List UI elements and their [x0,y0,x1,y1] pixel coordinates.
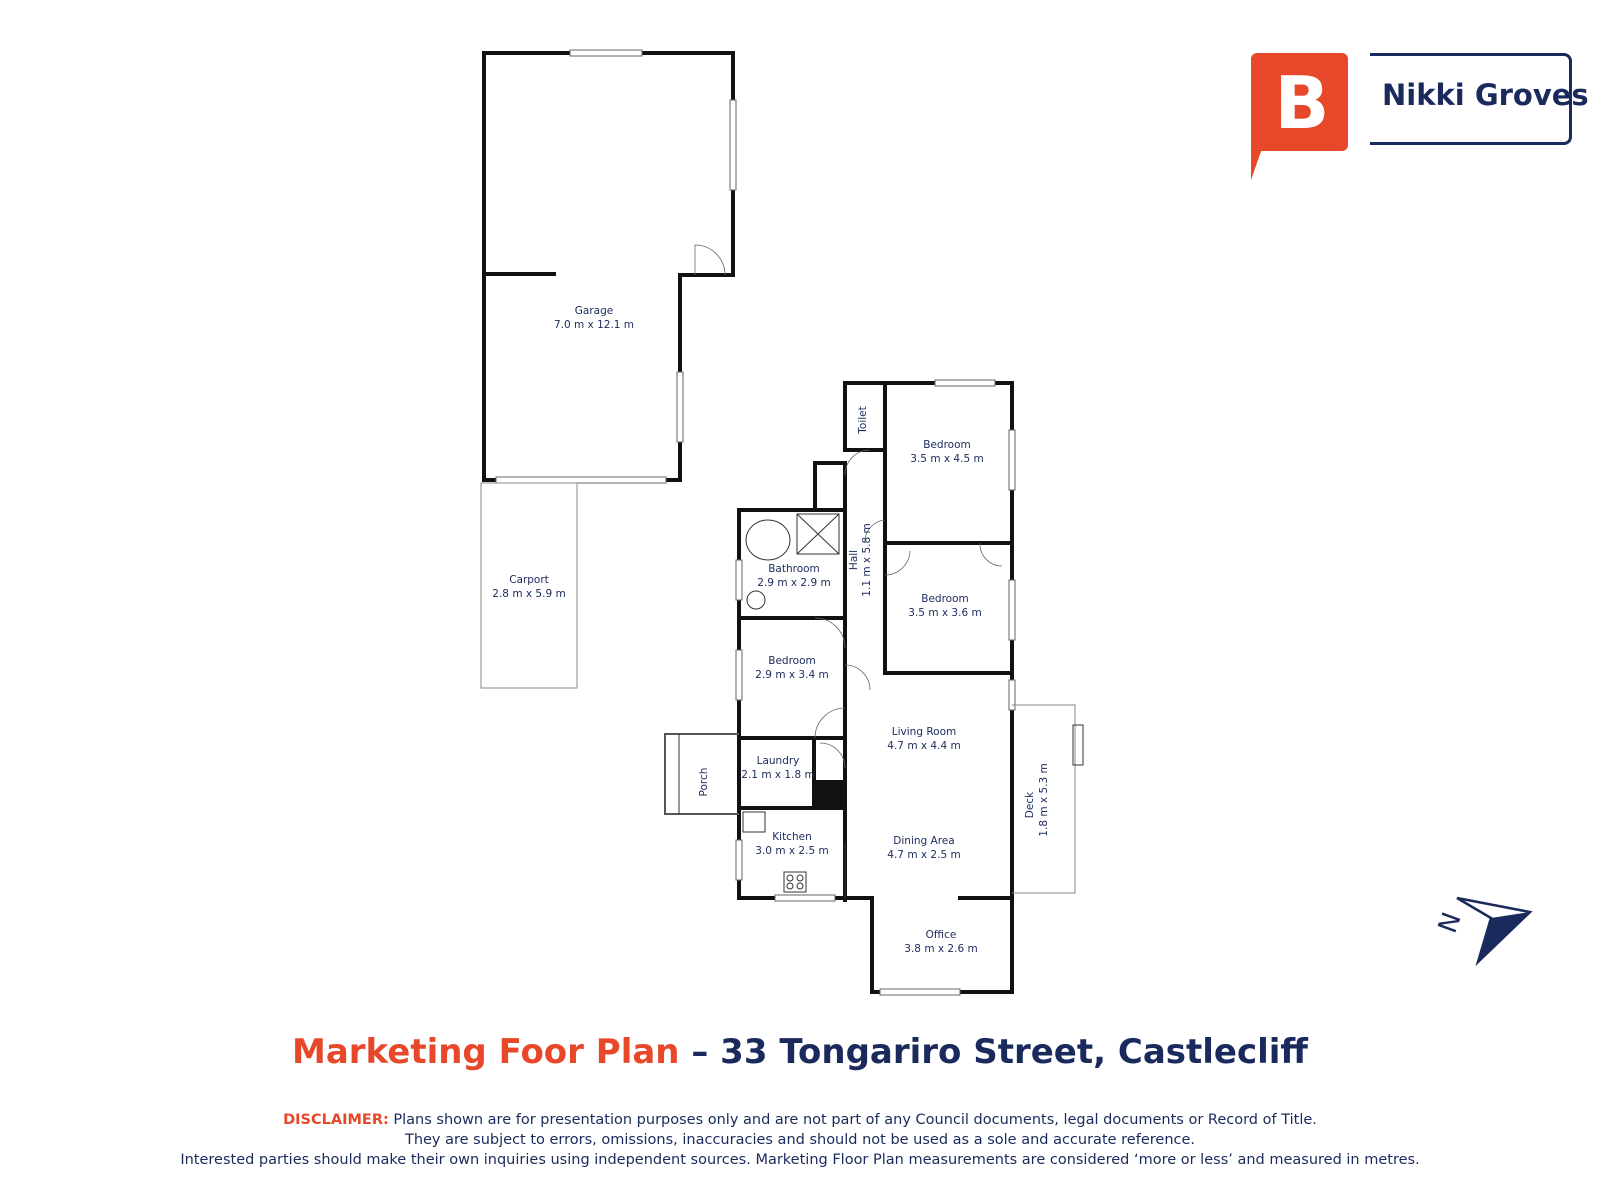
bedroom1-label: Bedroom [923,439,971,451]
disclaimer-line-3: Interested parties should make their own… [180,1152,1420,1168]
living-room-label: Living Room [892,726,956,738]
toilet-label: Toilet [857,406,869,434]
laundry-size: 2.1 m x 1.8 m [741,769,814,781]
hall-label: Hall [848,550,860,570]
office-size: 3.8 m x 2.6 m [904,943,977,955]
garage-size: 7.0 m x 12.1 m [554,319,634,331]
kitchen-size: 3.0 m x 2.5 m [755,845,828,857]
disclaimer-label: DISCLAIMER: [283,1112,389,1128]
brand-logo-letter: B [1274,61,1330,145]
garage-outline [482,49,737,484]
title-accent: Marketing Foor Plan [292,1032,680,1072]
bedroom3-label: Bedroom [768,655,816,667]
brand-logo-badge [1251,53,1348,151]
garage-label: Garage [575,305,613,317]
disclaimer: DISCLAIMER: Plans shown are for presenta… [0,1110,1600,1170]
bedroom2-size: 3.5 m x 3.6 m [908,607,981,619]
bedroom1-size: 3.5 m x 4.5 m [910,453,983,465]
deck-size: 1.8 m x 5.3 m [1038,763,1050,836]
north-arrow-icon: N [1433,896,1533,967]
dining-area-size: 4.7 m x 2.5 m [887,849,960,861]
disclaimer-line-2: They are subject to errors, omissions, i… [404,1132,1196,1148]
hall-size: 1.1 m x 5.8 m [861,523,873,596]
north-label: N [1433,909,1468,938]
brand-logo-tail [1251,140,1265,180]
house-walls [664,379,1084,996]
kitchen-label: Kitchen [772,831,811,843]
dining-area-label: Dining Area [893,835,954,847]
carport-size: 2.8 m x 5.9 m [492,588,565,600]
disclaimer-line-1: Plans shown are for presentation purpose… [388,1112,1317,1128]
deck-label: Deck [1024,791,1036,818]
bathroom-size: 2.9 m x 2.9 m [757,577,830,589]
brand-name: Nikki Groves [1382,78,1589,112]
title-address: – 33 Tongariro Street, Castlecliff [679,1032,1308,1072]
carport-label: Carport [509,574,549,586]
bedroom3-size: 2.9 m x 3.4 m [755,669,828,681]
page-title: Marketing Foor Plan – 33 Tongariro Stree… [0,1032,1600,1072]
living-room-size: 4.7 m x 4.4 m [887,740,960,752]
porch-label: Porch [698,768,710,797]
laundry-label: Laundry [757,755,800,767]
bathroom-label: Bathroom [768,563,820,575]
carport-outline [480,482,578,689]
bedroom2-label: Bedroom [921,593,969,605]
office-label: Office [926,929,957,941]
brand-name-box [1370,53,1572,145]
